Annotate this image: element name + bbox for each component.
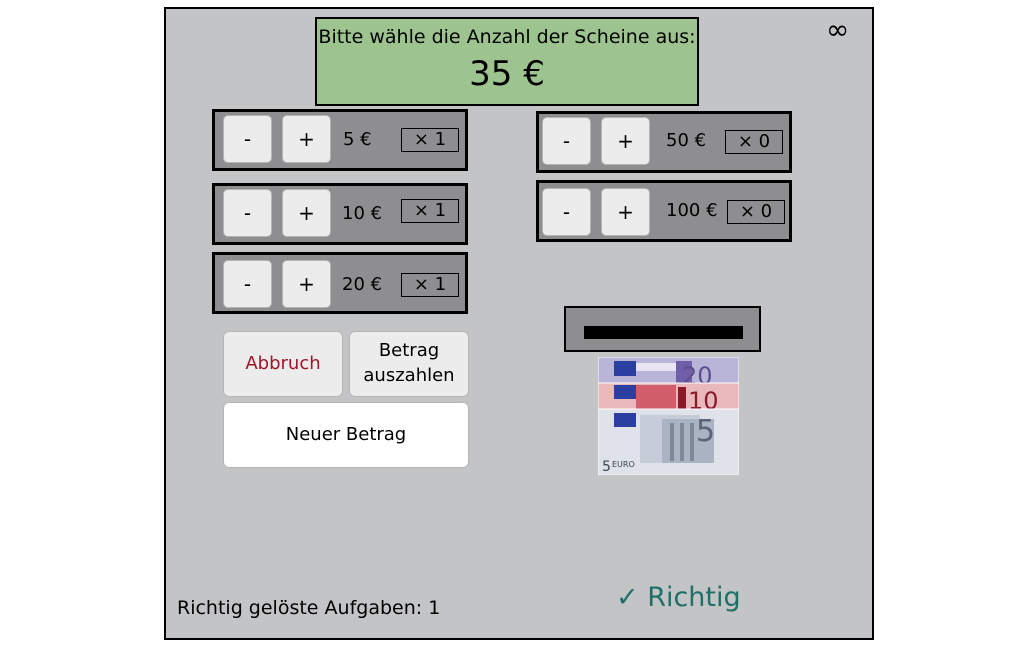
increase-100-button[interactable]: +	[601, 188, 650, 236]
dispensed-banknotes: 20 10 5 5 EURO	[598, 357, 739, 475]
cancel-button[interactable]: Abbruch	[223, 331, 343, 397]
prompt-question: Bitte wähle die Anzahl der Scheine aus:	[318, 26, 696, 48]
new-amount-button[interactable]: Neuer Betrag	[223, 402, 469, 468]
denomination-row-10: - + 10 € × 1	[212, 183, 468, 245]
count-display-50: × 0	[725, 130, 783, 154]
denomination-label-50: 50 €	[666, 130, 707, 151]
count-display-10: × 1	[401, 199, 459, 223]
dispenser-opening	[584, 326, 743, 339]
denomination-label-10: 10 €	[342, 203, 383, 224]
decrease-20-button[interactable]: -	[223, 260, 272, 308]
count-display-100: × 0	[727, 200, 785, 224]
decrease-5-button[interactable]: -	[223, 115, 272, 163]
increase-5-button[interactable]: +	[282, 115, 331, 163]
svg-text:EURO: EURO	[612, 460, 635, 469]
denomination-label-5: 5 €	[343, 129, 372, 150]
infinity-icon: ∞	[826, 13, 850, 46]
denomination-label-100: 100 €	[666, 200, 718, 221]
decrease-10-button[interactable]: -	[223, 189, 272, 237]
solved-counter: Richtig gelöste Aufgaben: 1	[177, 597, 441, 619]
count-display-5: × 1	[401, 128, 459, 152]
denomination-row-100: - + 100 € × 0	[536, 180, 792, 242]
increase-50-button[interactable]: +	[601, 117, 650, 165]
payout-button[interactable]: Betrag auszahlen	[349, 331, 469, 397]
payout-button-line1: Betrag	[378, 340, 440, 361]
amount-prompt: Bitte wähle die Anzahl der Scheine aus: …	[315, 17, 699, 106]
count-display-20: × 1	[401, 273, 459, 297]
denomination-row-5: - + 5 € × 1	[212, 109, 468, 171]
increase-10-button[interactable]: +	[282, 189, 331, 237]
denomination-row-20: - + 20 € × 1	[212, 252, 468, 314]
result-feedback: ✓ Richtig	[616, 582, 741, 613]
svg-text:5: 5	[696, 414, 715, 449]
banknote-5-icon: 5 5 EURO	[598, 408, 739, 475]
denomination-row-50: - + 50 € × 0	[536, 111, 792, 173]
payout-button-line2: auszahlen	[363, 365, 455, 386]
decrease-50-button[interactable]: -	[542, 117, 591, 165]
banknote-10-icon: 10	[598, 382, 739, 415]
decrease-100-button[interactable]: -	[542, 188, 591, 236]
cash-dispenser-slot	[564, 306, 761, 352]
denomination-label-20: 20 €	[342, 274, 383, 295]
target-amount: 35 €	[469, 54, 545, 94]
increase-20-button[interactable]: +	[282, 260, 331, 308]
svg-text:5: 5	[602, 459, 611, 475]
